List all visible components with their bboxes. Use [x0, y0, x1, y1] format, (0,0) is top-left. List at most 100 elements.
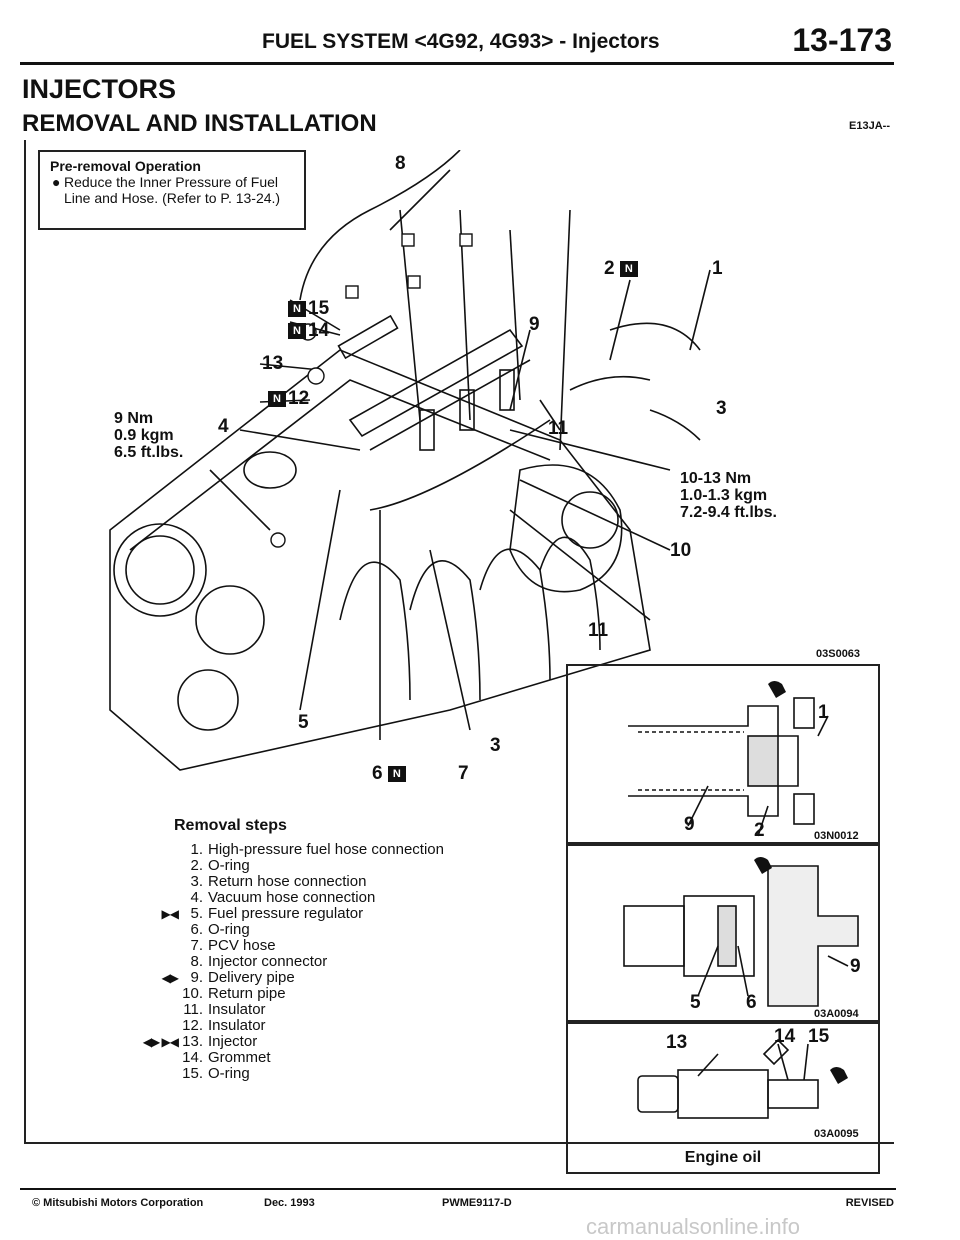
panel2-label-6: 6 [746, 992, 757, 1013]
footer-status: REVISED [845, 1197, 894, 1209]
callout-9: 9 [529, 314, 540, 335]
panel2-code: 03A0094 [814, 1008, 859, 1020]
step-text: PCV hose [208, 937, 276, 954]
torque-spec-large: 10-13 Nm 1.0-1.3 kgm 7.2-9.4 ft.lbs. [680, 470, 777, 521]
step-number: 13. [182, 1033, 203, 1050]
panel3-label-14: 14 [774, 1026, 796, 1047]
step-number: 5. [190, 905, 203, 922]
pre-removal-box: Pre-removal Operation ●Reduce the Inner … [38, 150, 306, 230]
badge-n-icon: N [288, 301, 306, 317]
step-mark-icon: ◀▶ [161, 971, 179, 985]
pre-removal-heading: Pre-removal Operation [50, 158, 201, 174]
section-title: INJECTORS [22, 74, 177, 104]
step-text: Insulator [208, 1017, 266, 1034]
step-number: 14. [182, 1049, 203, 1066]
step-text: O-ring [208, 921, 250, 938]
callout-5: 5 [298, 712, 309, 733]
step-number: 7. [190, 937, 203, 954]
regulator-detail-drawing [628, 681, 829, 837]
removal-step-row: 3. Return hose connection [130, 874, 550, 890]
removal-step-row: 15. O-ring [130, 1066, 550, 1082]
step-mark-icon [130, 1018, 182, 1034]
doc-code: E13JA-- [849, 120, 890, 132]
step-text: Delivery pipe [208, 969, 295, 986]
pre-removal-item: ●Reduce the Inner Pressure of Fuel Line … [52, 174, 281, 206]
step-text: O-ring [208, 1065, 250, 1082]
header-title: FUEL SYSTEM <4G92, 4G93> - Injectors [262, 30, 660, 53]
sub-title: REMOVAL AND INSTALLATION [22, 110, 377, 137]
step-number: 11. [183, 1001, 203, 1018]
torque-spec-small: 9 Nm 0.9 kgm 6.5 ft.lbs. [114, 410, 184, 461]
step-number: 3. [190, 873, 203, 890]
injector-detail-drawing [637, 1038, 848, 1119]
step-number: 8. [190, 953, 203, 970]
panel1-code: 03N0012 [814, 830, 859, 842]
removal-step-row: 1. High-pressure fuel hose connection [130, 842, 550, 858]
step-number: 10. [182, 985, 203, 1002]
callout-8: 8 [395, 153, 406, 174]
footer-pub-code: PWME9117-D [442, 1197, 512, 1209]
step-text: High-pressure fuel hose connection [208, 841, 444, 858]
callout-10: 10 [670, 540, 692, 561]
step-mark-icon [130, 858, 182, 874]
detail-panel-3: 13 14 15 03A0095 [566, 1022, 880, 1144]
engine-exploded-diagram [109, 150, 711, 771]
removal-steps: Removal steps 1.High-pressure fuel hose … [130, 818, 550, 1082]
removal-step-row: 12.Insulator [130, 1018, 550, 1034]
panel1-label-1: 1 [818, 702, 829, 723]
badge-n-icon: N [387, 766, 406, 782]
step-number: 15. [182, 1065, 203, 1082]
page-number: 13-173 [792, 22, 892, 58]
removal-step-row: 4. Vacuum hose connection [130, 890, 550, 906]
step-text: O-ring [208, 857, 250, 874]
removal-step-row: ◀▶ ▶◀13.Injector [130, 1034, 550, 1050]
oil-can-icon [754, 857, 772, 874]
step-number: 4. [190, 889, 203, 906]
step-text: Fuel pressure regulator [208, 905, 364, 922]
badge-n-icon: N [268, 391, 286, 407]
removal-step-row: ◀▶9.Delivery pipe [130, 970, 550, 986]
step-text: Vacuum hose connection [208, 889, 376, 906]
step-text: Grommet [208, 1049, 271, 1066]
figure-code-main: 03S0063 [816, 648, 861, 660]
bullet-icon: ● [52, 174, 61, 190]
panel1-label-2: 2 [754, 820, 765, 841]
step-mark-icon [130, 1002, 182, 1018]
panel2-label-9: 9 [850, 956, 861, 977]
removal-step-row: 6.O-ring [130, 922, 550, 938]
footer-copyright: © Mitsubishi Motors Corporation [32, 1197, 204, 1209]
step-mark-icon [130, 874, 182, 890]
step-mark-icon [130, 922, 182, 938]
step-mark-icon [130, 954, 182, 970]
engine-oil-legend: Engine oil [566, 1144, 880, 1174]
watermark: carmanualsonline.info [586, 1214, 801, 1239]
frame-left-border [24, 140, 26, 1142]
frame-bottom-border [24, 1142, 894, 1144]
step-mark-icon [130, 1066, 182, 1082]
page-header: FUEL SYSTEM <4G92, 4G93> - Injectors 13-… [0, 22, 960, 66]
badge-n-icon: N [619, 261, 638, 277]
oil-can-icon [830, 1067, 848, 1084]
badge-n-icon: N [288, 323, 306, 339]
panel3-label-13: 13 [666, 1032, 688, 1053]
step-text: Return hose connection [208, 873, 367, 890]
callout-3-lower: 3 [490, 735, 501, 756]
footer-rule [20, 1188, 896, 1190]
step-mark-icon: ◀▶ ▶◀ [142, 1035, 179, 1049]
step-number: 1. [190, 841, 203, 858]
header-rule [20, 62, 894, 65]
panel3-label-15: 15 [808, 1026, 830, 1047]
callout-2: 2 N [604, 258, 640, 280]
panel3-code: 03A0095 [814, 1128, 859, 1140]
callout-11-upper: 11 [548, 418, 569, 439]
removal-step-row: 14. Grommet [130, 1050, 550, 1066]
callout-1: 1 [712, 258, 723, 279]
callout-11-lower: 11 [588, 620, 609, 641]
step-mark-icon: ▶◀ [161, 907, 179, 921]
panel1-label-9: 9 [684, 814, 695, 835]
removal-step-row: 8.Injector connector [130, 954, 550, 970]
